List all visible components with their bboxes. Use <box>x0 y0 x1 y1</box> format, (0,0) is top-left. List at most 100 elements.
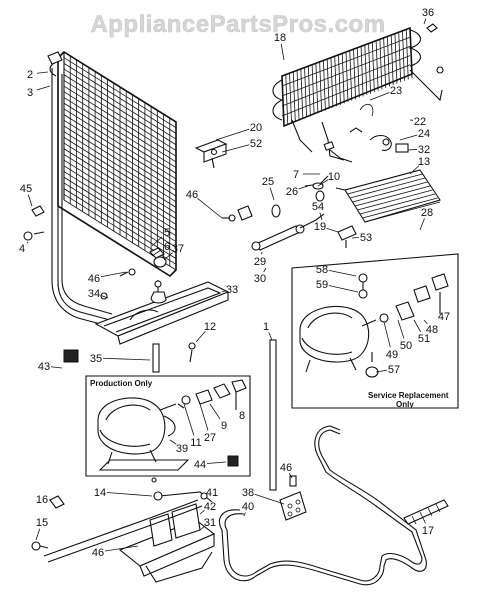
callout-10: 10 <box>328 171 340 183</box>
callout-leader-3 <box>36 85 51 91</box>
callout-leader-38 <box>254 493 285 505</box>
callout-44: 44 <box>194 459 206 471</box>
tie-strap <box>403 499 449 525</box>
callout-20: 20 <box>250 122 262 134</box>
condenser-coil <box>47 50 177 327</box>
callout-17: 17 <box>422 525 434 537</box>
control-parts <box>237 190 357 251</box>
callout-leader-23 <box>369 92 390 101</box>
callout-13: 13 <box>418 156 430 168</box>
callout-8: 8 <box>239 410 245 422</box>
long-tube <box>269 339 277 491</box>
callout-27: 27 <box>204 432 216 444</box>
callout-19: 19 <box>314 221 326 233</box>
callout-leader-48 <box>423 319 428 325</box>
callout-leader-18 <box>280 43 285 61</box>
callout-46: 46 <box>280 462 292 474</box>
callout-leader-43 <box>50 366 63 369</box>
callout-43: 43 <box>38 361 50 373</box>
callout-leader-52 <box>221 144 250 153</box>
callout-leader-32 <box>407 149 418 151</box>
callout-leader-15 <box>35 528 41 541</box>
callout-leader-24 <box>399 134 418 141</box>
callout-6: 6 <box>164 241 170 253</box>
callout-leader-31 <box>199 526 205 531</box>
callout-leader-42 <box>199 510 205 515</box>
callout-leader-34 <box>100 294 109 299</box>
callout-leader-26 <box>298 185 309 190</box>
production-only-label: Production Only <box>90 379 153 388</box>
callout-35: 35 <box>90 353 102 365</box>
callout-leader-2 <box>36 71 49 74</box>
callout-32: 32 <box>418 144 430 156</box>
callout-41: 41 <box>206 487 218 499</box>
callout-leader-46 <box>104 545 139 552</box>
callout-34: 34 <box>88 288 100 300</box>
callout-leader-28 <box>419 218 425 231</box>
callout-58: 58 <box>316 264 328 276</box>
callout-51: 51 <box>418 333 430 345</box>
capillary-tube <box>218 425 427 586</box>
callout-28: 28 <box>421 207 433 219</box>
callout-leader-17 <box>423 519 426 524</box>
callout-9: 9 <box>221 420 227 432</box>
evaporator-coil <box>272 23 444 161</box>
callout-leader-46 <box>289 472 293 479</box>
callout-40: 40 <box>242 501 254 513</box>
relay-part <box>227 455 239 467</box>
callout-14: 14 <box>94 487 106 499</box>
callout-leader-37 <box>163 252 173 261</box>
callout-leader-25 <box>269 187 275 201</box>
callout-46: 46 <box>88 273 100 285</box>
callout-leader-20 <box>215 128 250 141</box>
callout-leader-30 <box>263 267 267 273</box>
callout-leader-46 <box>197 198 223 219</box>
callout-leader-19 <box>326 227 339 233</box>
callout-24: 24 <box>418 128 430 140</box>
callout-15: 15 <box>36 517 48 529</box>
callout-39: 39 <box>176 443 188 455</box>
callout-leader-54 <box>319 212 323 221</box>
callout-7: 7 <box>293 169 299 181</box>
callout-leader-9 <box>209 403 221 420</box>
callout-30: 30 <box>254 273 266 285</box>
defrost-heater <box>335 169 441 223</box>
callout-52: 52 <box>250 138 262 150</box>
callout-29: 29 <box>254 256 266 268</box>
callout-22: 22 <box>414 116 426 128</box>
callout-4: 4 <box>19 243 25 255</box>
service-label-line2: Only <box>396 400 414 409</box>
callout-16: 16 <box>36 494 48 506</box>
callout-leader-35 <box>102 357 151 361</box>
callout-leader-13 <box>409 165 420 175</box>
callout-46: 46 <box>92 547 104 559</box>
callout-leader-27 <box>199 403 209 431</box>
callout-31: 31 <box>204 517 216 529</box>
callout-2: 2 <box>27 69 33 81</box>
small-parts-upper <box>304 127 409 190</box>
callout-leader-14 <box>106 492 153 497</box>
callout-47: 47 <box>438 311 450 323</box>
service-label-line1: Service Replacement <box>368 391 449 400</box>
callout-leader-44 <box>206 461 227 464</box>
service-replacement-box: Service Replacement Only <box>291 253 459 409</box>
callout-23: 23 <box>390 85 402 97</box>
terminal-block <box>279 475 307 521</box>
callout-48: 48 <box>426 324 438 336</box>
callout-leader-1 <box>268 332 273 341</box>
callout-45: 45 <box>20 183 32 195</box>
callout-42: 42 <box>204 501 216 513</box>
callout-59: 59 <box>316 279 328 291</box>
fasteners-left <box>23 205 236 363</box>
callout-11: 11 <box>190 437 201 449</box>
callout-leader-5 <box>151 236 163 247</box>
callout-leader-11 <box>183 403 195 436</box>
fasteners-bottom-left <box>31 495 65 551</box>
callout-leader-4 <box>26 241 29 244</box>
callout-leader-49 <box>383 321 391 348</box>
callout-leader-10 <box>317 179 329 187</box>
production-only-box: Production Only <box>85 375 251 477</box>
callout-leader-59 <box>328 285 359 293</box>
callout-3: 3 <box>27 87 33 99</box>
